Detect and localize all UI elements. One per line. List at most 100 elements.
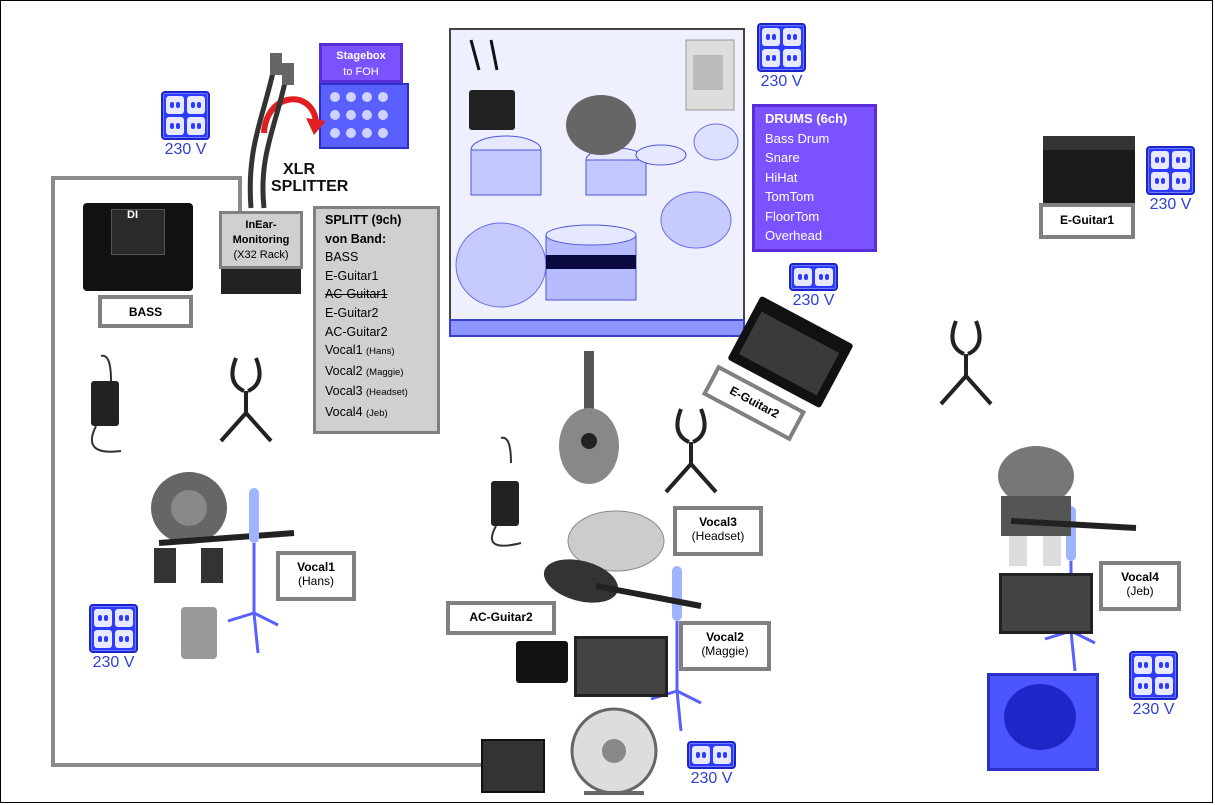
label-vocal3: Vocal3 (Headset) (673, 506, 763, 556)
label-vocal2-sub: (Maggie) (701, 644, 749, 658)
di-box-icon (516, 641, 568, 683)
pedalboard-icon (574, 636, 668, 697)
splitt-item-name: AC-Guitar2 (325, 324, 388, 339)
bass-amp-icon: DI (83, 203, 193, 291)
label-vocal1-name: Vocal1 (297, 560, 335, 574)
outlet-top-center: 230 V (757, 23, 806, 91)
splitt-item-name: BASS (325, 250, 359, 265)
outlet-voltage: 230 V (792, 292, 835, 309)
splitt-item-name: E-Guitar2 (325, 305, 379, 320)
drums-item: FloorTom (765, 208, 820, 224)
splitt-item-note: (Headset) (366, 387, 408, 399)
drums-item: HiHat (765, 169, 798, 185)
label-vocal2-name: Vocal2 (706, 630, 744, 644)
monitor-wedge-icon (987, 673, 1099, 771)
outlet-voltage: 230 V (1149, 196, 1192, 213)
splitt-item: Vocal4 (Jeb) (325, 403, 437, 424)
label-vocal3-sub: (Headset) (691, 529, 745, 543)
splitt-item: AC-Guitar2 (325, 323, 437, 342)
label-bass-text: BASS (128, 305, 163, 319)
guitar-stand-icon (219, 357, 273, 443)
socket-icon (89, 604, 138, 653)
socket-icon (687, 741, 736, 769)
inear-monitoring-box: InEar- Monitoring (X32 Rack) (219, 211, 303, 269)
drums-title: DRUMS (6ch) (765, 111, 848, 126)
eguitar1-player-icon (998, 446, 1137, 566)
splitt-item: E-Guitar2 (325, 304, 437, 323)
label-vocal1: Vocal1 (Hans) (276, 551, 356, 601)
inear-rack-icon (221, 266, 301, 294)
label-vocal2: Vocal2 (Maggie) (679, 621, 771, 671)
label-vocal4-name: Vocal4 (1121, 570, 1159, 584)
inear-line1: InEar- (245, 219, 277, 231)
pedalboard-icon (999, 573, 1093, 634)
socket-icon (161, 91, 210, 140)
inear-line2: Monitoring (232, 234, 290, 246)
outlet-right-top: 230 V (1146, 146, 1195, 214)
splitt-item: AC-Guitar1 (325, 285, 437, 304)
splitt-item: Vocal3 (Headset) (325, 382, 437, 403)
outlet-voltage: 230 V (92, 654, 135, 671)
wireless-pack-icon (90, 354, 122, 453)
drum-kit-icon (455, 39, 739, 308)
label-acguitar2: AC-Guitar2 (446, 601, 556, 635)
label-vocal1-sub: (Hans) (297, 574, 334, 588)
outlet-voltage: 230 V (760, 73, 803, 90)
xlr-splitter-line2: SPLITTER (271, 178, 349, 195)
arrow-icon (261, 96, 326, 135)
label-bass: BASS (98, 295, 193, 328)
socket-icon (789, 263, 838, 291)
xlr-splitter-text: XLR SPLITTER (271, 161, 348, 195)
xlr-cable-icon (247, 53, 294, 209)
drums-item: Bass Drum (765, 130, 830, 146)
cable-line-up (238, 176, 242, 211)
splitt-item-note: (Jeb) (366, 407, 388, 419)
di-text: DI (127, 209, 138, 221)
stagebox-title: Stagebox (336, 50, 386, 62)
socket-icon (1129, 651, 1178, 700)
drum-riser-base (449, 319, 745, 337)
socket-icon (757, 23, 806, 72)
stagebox-sub: to FOH (343, 66, 379, 78)
splitt-item-name: Vocal3 (325, 384, 363, 399)
drums-item: Snare (765, 150, 800, 165)
outlet-voltage: 230 V (1132, 701, 1175, 718)
outlet-voltage: 230 V (690, 770, 733, 787)
cable-line-top (51, 176, 241, 180)
splitt-item-name: Vocal1 (325, 343, 363, 358)
wireless-pack-icon (490, 436, 522, 547)
xlr-splitter-line1: XLR (283, 161, 315, 178)
outlet-voltage: 230 V (164, 141, 207, 158)
bass-player-icon (151, 472, 295, 583)
splitt-item-note: (Hans) (366, 346, 395, 358)
stage-snake-icon (481, 739, 545, 793)
pedal-icon (181, 607, 217, 659)
splitt-title: SPLITT (9ch) (325, 213, 402, 227)
outlet-bottom-center: 230 V (687, 741, 736, 788)
splitt-item-name: AC-Guitar1 (325, 287, 388, 302)
acoustic-guitar-icon (559, 351, 619, 484)
stagebox-icon (319, 83, 409, 149)
cable-line-left (51, 176, 55, 766)
splitt-item-name: E-Guitar1 (325, 268, 379, 283)
outlet-bottom-left: 230 V (89, 604, 138, 672)
mic-stand-icon (227, 488, 279, 654)
inear-line3: (X32 Rack) (233, 249, 289, 261)
splitt-item: E-Guitar1 (325, 267, 437, 286)
label-eguitar1: E-Guitar1 (1039, 203, 1135, 239)
eguitar1-amp-icon (1043, 136, 1135, 206)
splitt-item: BASS (325, 248, 437, 267)
splitt-item-note: (Maggie) (366, 366, 404, 378)
splitt-item-name: Vocal2 (325, 363, 363, 378)
drums-item: Overhead (765, 228, 823, 243)
guitar-stand-icon (664, 408, 718, 494)
label-eguitar1-text: E-Guitar1 (1059, 213, 1114, 227)
splitt-item: Vocal2 (Maggie) (325, 362, 437, 383)
label-eguitar2-text: E-Guitar2 (727, 383, 782, 421)
label-acguitar2-text: AC-Guitar2 (469, 610, 533, 624)
label-vocal4: Vocal4 (Jeb) (1099, 561, 1181, 611)
